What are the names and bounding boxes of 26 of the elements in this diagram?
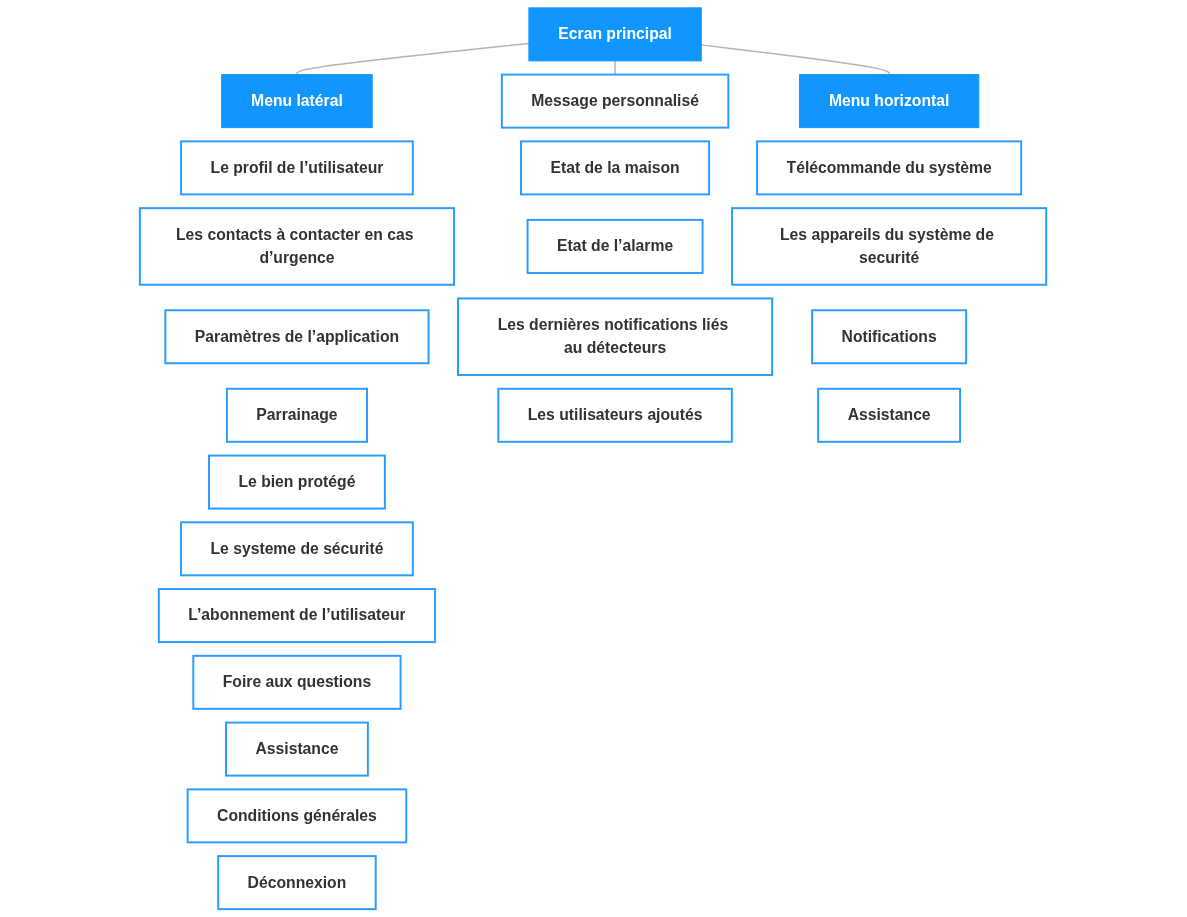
node-box: Menu horizontal <box>799 74 980 129</box>
node-box: Les utilisateurs ajoutés <box>497 387 734 443</box>
node-box: Assistance <box>817 387 962 443</box>
connector <box>296 42 531 76</box>
node-box: Le profil de l’utilisateur <box>180 140 415 196</box>
node-box: Le systeme de sécurité <box>180 521 415 577</box>
node-box: Paramètres de l’application <box>164 309 430 365</box>
connector <box>614 60 617 76</box>
node-box: Foire aux questions <box>192 654 403 710</box>
node-box: Message personnalisé <box>501 73 730 129</box>
node-box: Les contacts à contacter en cas d’urgence <box>139 207 456 286</box>
node-box: Déconnexion <box>217 855 378 911</box>
node-box: Le bien protégé <box>208 454 387 510</box>
node-box: Ecran principal <box>528 7 703 62</box>
node-box: Assistance <box>225 721 370 777</box>
node-box: Conditions générales <box>187 788 408 844</box>
node-box: L’abonnement de l’utilisateur <box>158 588 437 644</box>
connector <box>701 44 891 76</box>
node-box: Les appareils du système de securité <box>731 207 1048 286</box>
node-box: Les dernières notifications liés au détecteurs <box>457 297 774 377</box>
node-box: Etat de l’alarme <box>527 218 705 274</box>
node-box: Notifications <box>811 309 968 365</box>
node-box: Menu latéral <box>221 74 374 129</box>
node-box: Parrainage <box>226 387 369 443</box>
node-box: Télécommande du système <box>756 140 1023 196</box>
node-box: Etat de la maison <box>520 140 711 196</box>
